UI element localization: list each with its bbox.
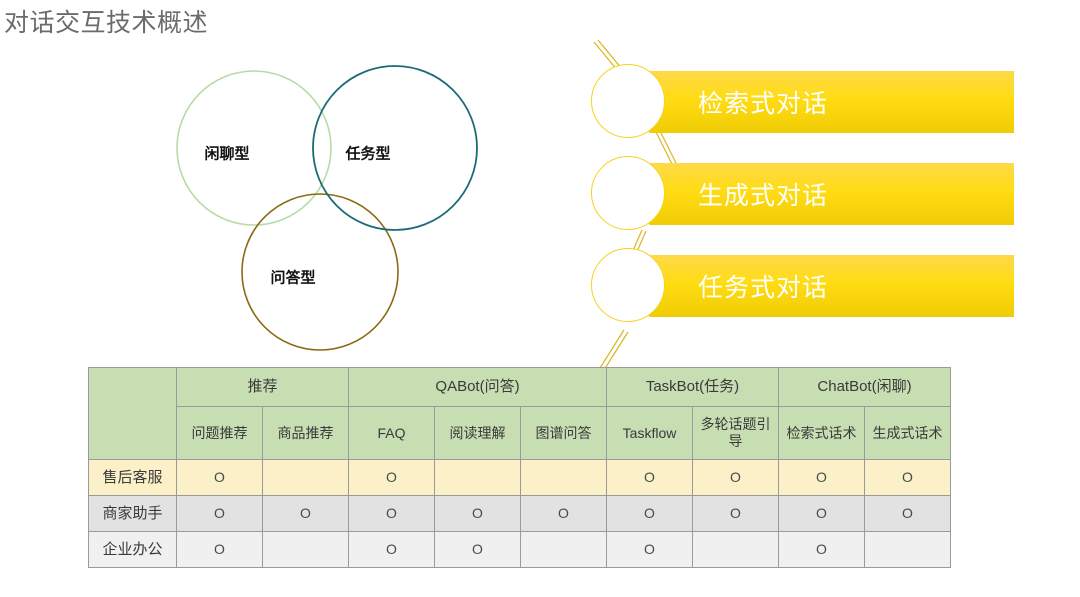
table-cell: O: [606, 459, 693, 496]
table-column-header: 阅读理解: [434, 406, 521, 460]
table-cell: [692, 531, 779, 568]
table-cell: O: [692, 495, 779, 532]
banner-list: 检索式对话 生成式对话 任务式对话: [580, 40, 1020, 370]
venn-circles-svg: [176, 65, 478, 351]
banner-bar: 生成式对话: [648, 163, 1014, 225]
table-cell: O: [692, 459, 779, 496]
table-corner-cell: [88, 367, 177, 460]
table-cell: [520, 459, 607, 496]
table-cell: [262, 459, 349, 496]
table-cell: O: [606, 495, 693, 532]
banner-row-generative[interactable]: 生成式对话: [580, 132, 1020, 230]
table-column-header: 检索式话术: [778, 406, 865, 460]
table-cell: O: [778, 531, 865, 568]
venn-circle-task: [312, 65, 478, 231]
banner-row-taskoriented[interactable]: 任务式对话: [580, 224, 1020, 322]
table-row-label: 售后客服: [88, 459, 177, 496]
table-cell: O: [348, 531, 435, 568]
banner-row-retrieval[interactable]: 检索式对话: [580, 40, 1020, 138]
table-row[interactable]: 企业办公 O O O O O: [88, 531, 951, 568]
banner-label: 生成式对话: [698, 182, 829, 210]
banner-bar: 任务式对话: [648, 255, 1014, 317]
table-cell: O: [176, 459, 263, 496]
table-cell: O: [176, 495, 263, 532]
table-row[interactable]: 售后客服 O O O O O O: [88, 459, 951, 496]
venn-circle-chat: [176, 70, 332, 226]
table-cell: O: [434, 531, 521, 568]
table-cell: [434, 459, 521, 496]
page-title: 对话交互技术概述: [4, 9, 209, 37]
capability-table: 推荐 QABot(问答) TaskBot(任务) ChatBot(闲聊) 问题推…: [88, 367, 951, 568]
table-body: 售后客服 O O O O O O 商家助手 O O O O O O O O O …: [88, 459, 951, 568]
venn-label-chat: 闲聊型: [204, 145, 250, 163]
table-group-header: ChatBot(闲聊): [778, 367, 951, 407]
banner-label: 任务式对话: [698, 274, 829, 302]
table-cell: O: [434, 495, 521, 532]
table-group-header: 推荐: [176, 367, 349, 407]
table-column-header: FAQ: [348, 406, 435, 460]
table-row-label: 商家助手: [88, 495, 177, 532]
table-column-header: 多轮话题引导: [692, 406, 779, 460]
table-group-header: TaskBot(任务): [606, 367, 779, 407]
table-cell: O: [606, 531, 693, 568]
table-cell: [262, 531, 349, 568]
venn-label-qa: 问答型: [270, 269, 316, 287]
table-cell: O: [520, 495, 607, 532]
table-column-header: Taskflow: [606, 406, 693, 460]
table-cell: [520, 531, 607, 568]
table-row-label: 企业办公: [88, 531, 177, 568]
table-row[interactable]: 商家助手 O O O O O O O O O: [88, 495, 951, 532]
banner-circle-icon: [591, 156, 665, 230]
table-cell: O: [348, 459, 435, 496]
table-column-header: 生成式话术: [864, 406, 951, 460]
banner-circle-icon: [591, 64, 665, 138]
table-column-header-row: 问题推荐 商品推荐 FAQ 阅读理解 图谱问答 Taskflow 多轮话题引导 …: [89, 406, 951, 460]
table-cell: [864, 531, 951, 568]
table-column-header: 问题推荐: [176, 406, 263, 460]
table-cell: O: [348, 495, 435, 532]
table-group-header-row: 推荐 QABot(问答) TaskBot(任务) ChatBot(闲聊): [88, 367, 951, 460]
table-column-header: 图谱问答: [520, 406, 607, 460]
venn-label-task: 任务型: [345, 145, 391, 163]
banner-label: 检索式对话: [698, 90, 829, 118]
venn-circle-qa: [241, 193, 399, 351]
venn-diagram: 闲聊型 任务型 问答型: [150, 50, 530, 370]
banner-circle-icon: [591, 248, 665, 322]
table-cell: O: [778, 495, 865, 532]
table-cell: O: [864, 459, 951, 496]
table-cell: O: [778, 459, 865, 496]
table-cell: O: [864, 495, 951, 532]
table-group-header: QABot(问答): [348, 367, 607, 407]
table-head: 推荐 QABot(问答) TaskBot(任务) ChatBot(闲聊) 问题推…: [88, 367, 951, 460]
table-cell: O: [176, 531, 263, 568]
table-cell: O: [262, 495, 349, 532]
table-column-header: 商品推荐: [262, 406, 349, 460]
banner-bar: 检索式对话: [648, 71, 1014, 133]
